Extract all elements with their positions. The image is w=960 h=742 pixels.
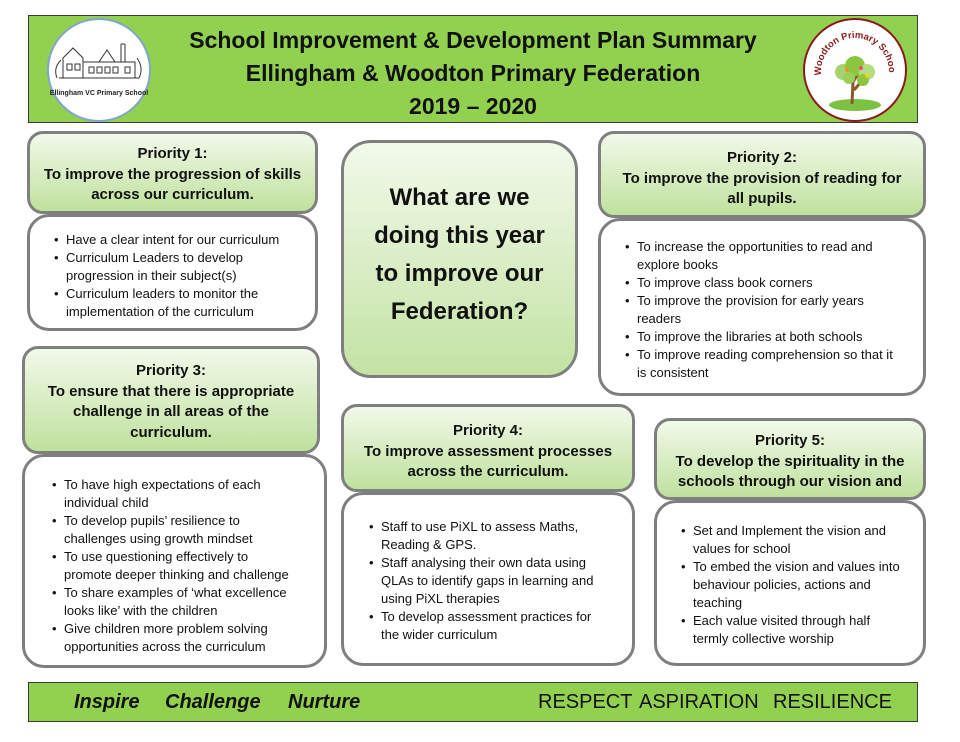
ellingham-logo: Ellingham VC Primary School <box>47 18 151 122</box>
page-title: School Improvement & Development Plan Su… <box>29 24 917 123</box>
list-item: Curriculum Leaders to developprogression… <box>54 249 315 285</box>
priority-4-label: Priority 4: <box>452 422 524 439</box>
list-item: Staff to use PiXL to assess Maths,Readin… <box>369 518 632 554</box>
priority-3-label: Priority 3: <box>135 362 207 379</box>
list-item: Give children more problem solvingopport… <box>52 620 324 656</box>
priority-4-actions: Staff to use PiXL to assess Maths,Readin… <box>341 492 635 666</box>
priority-1-actions: Have a clear intent for our curriculum C… <box>27 214 318 331</box>
list-item: Staff analysing their own data usingQLAs… <box>369 554 632 608</box>
list-item: Curriculum leaders to monitor theimpleme… <box>54 285 315 321</box>
list-item: To embed the vision and values intobehav… <box>681 558 923 612</box>
woodton-logo: Woodton Primary School <box>803 12 907 122</box>
priority-3-heading-box: Priority 3: To ensure that there is appr… <box>22 346 320 454</box>
priority-4-title-line-2: across the curriculum. <box>407 463 569 480</box>
value-respect: RESPECT <box>538 691 633 713</box>
list-item: Have a clear intent for our curriculum <box>54 231 315 249</box>
center-line-2: doing this year <box>374 222 545 249</box>
list-item: To use questioning effectively topromote… <box>52 548 324 584</box>
motto-nurture: Nurture <box>288 691 361 713</box>
list-item: To improve reading comprehension so that… <box>625 346 923 382</box>
priority-2-title-line-2: all pupils. <box>727 190 797 207</box>
priority-2-actions: To increase the opportunities to read an… <box>598 218 926 396</box>
priority-1-heading-box: Priority 1: To improve the progression o… <box>27 131 318 214</box>
value-aspiration: ASPIRATION <box>639 691 759 713</box>
list-item: To improve the provision for early years… <box>625 292 923 328</box>
priority-3-title-line-1: To ensure that there is appropriate <box>47 382 295 400</box>
priority-5-label: Priority 5: <box>754 432 826 449</box>
value-resilience: RESILIENCE <box>773 691 892 713</box>
list-item: To develop pupils’ resilience tochalleng… <box>52 512 324 548</box>
priority-2-heading-box: Priority 2: To improve the provision of … <box>598 131 926 218</box>
list-item: To share examples of ‘what excellenceloo… <box>52 584 324 620</box>
priority-3-actions: To have high expectations of eachindivid… <box>22 454 327 668</box>
priority-1-title-line-2: across our curriculum. <box>91 186 254 203</box>
center-line-4: Federation? <box>390 298 529 325</box>
ellingham-logo-text: Ellingham VC Primary School <box>49 90 149 97</box>
header-banner: Ellingham VC Primary School School Impro… <box>28 12 918 123</box>
priority-3-title-line-2: challenge in all areas of the <box>73 403 269 420</box>
center-line-1: What are we <box>389 184 530 211</box>
priority-4-heading-box: Priority 4: To improve assessment proces… <box>341 404 635 492</box>
priority-5-heading-box: Priority 5: To develop the spirituality … <box>654 418 926 500</box>
priority-5-title-line-1: To develop the spirituality in the <box>675 452 905 470</box>
school-building-icon <box>55 43 142 79</box>
priority-2-label: Priority 2: <box>726 149 798 166</box>
tree-icon: Woodton Primary School <box>804 12 897 111</box>
motto-inspire: Inspire <box>74 691 140 713</box>
title-line-2: Ellingham & Woodton Primary Federation <box>245 60 701 86</box>
center-line-3: to improve our <box>375 260 544 287</box>
priority-4-title-line-1: To improve assessment processes <box>363 442 613 460</box>
list-item: To improve the libraries at both schools <box>625 328 923 346</box>
footer-banner: Inspire Challenge Nurture RESPECT ASPIRA… <box>28 682 918 722</box>
list-item: To have high expectations of eachindivid… <box>52 476 324 512</box>
priority-2-title-line-1: To improve the provision of reading for <box>622 169 902 187</box>
list-item: To improve class book corners <box>625 274 923 292</box>
priority-1-label: Priority 1: <box>137 145 208 162</box>
priority-1-title-line-1: To improve the progression of skills <box>43 165 302 183</box>
motto-challenge: Challenge <box>165 691 261 713</box>
priority-3-title-line-3: curriculum. <box>130 423 212 441</box>
list-item: To increase the opportunities to read an… <box>625 238 923 274</box>
center-question-box: What are we doing this year to improve o… <box>341 140 578 378</box>
title-line-1: School Improvement & Development Plan Su… <box>189 27 757 53</box>
priority-5-title-line-2: schools through our vision and <box>677 473 903 490</box>
title-line-3: 2019 – 2020 <box>409 93 537 119</box>
